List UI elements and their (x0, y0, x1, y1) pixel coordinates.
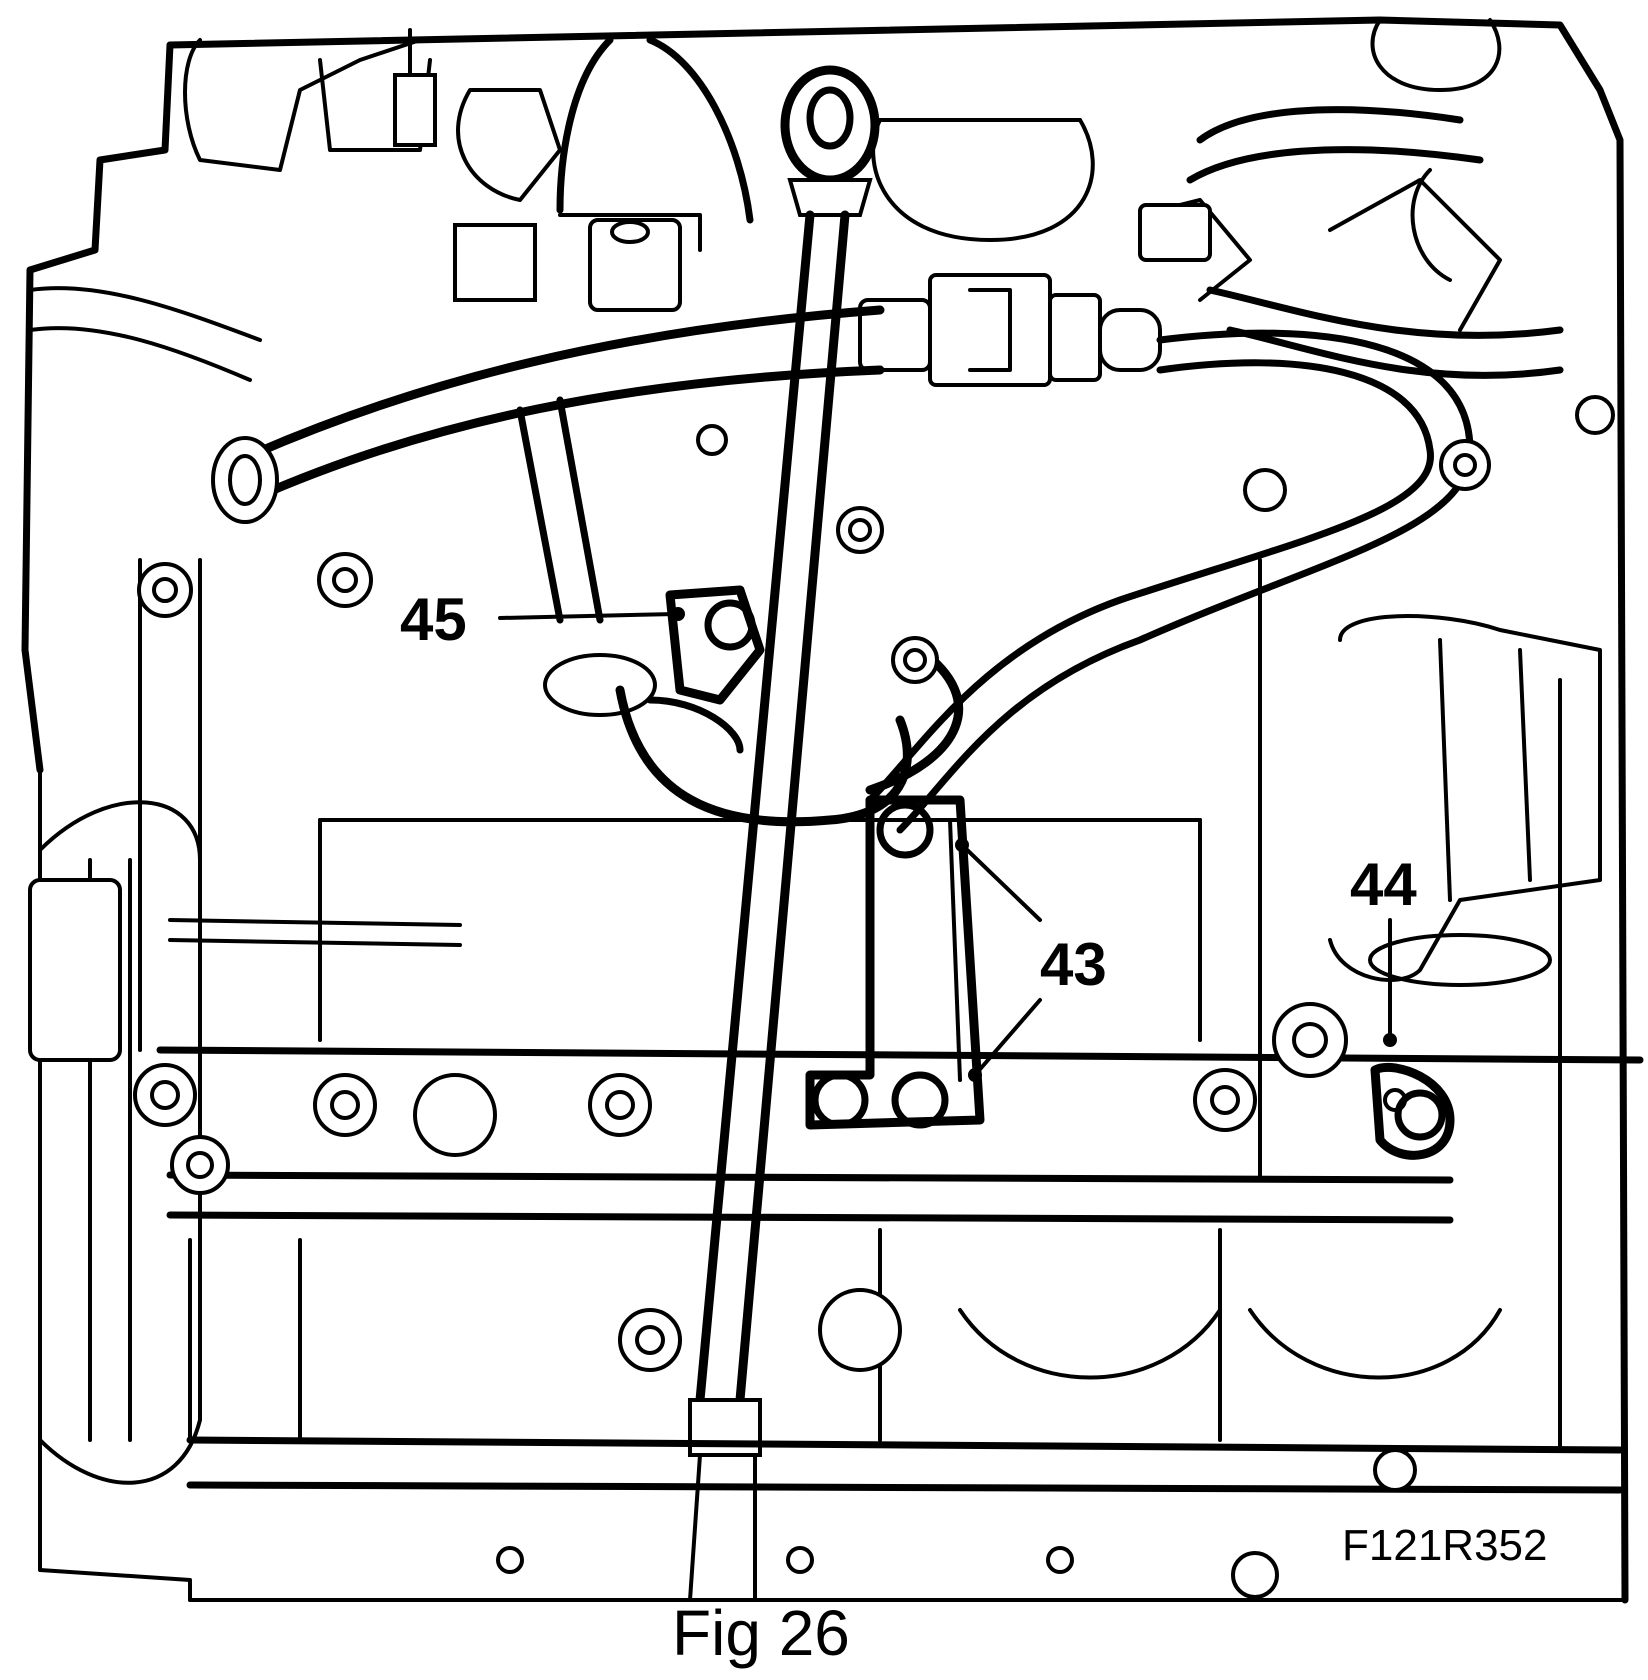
plate-44 (1370, 1033, 1455, 1160)
reference-code: F121R352 (1342, 1521, 1547, 1570)
crank-pulley (28, 800, 202, 1485)
leader-lines (498, 612, 1392, 1077)
oil-dipstick (688, 65, 880, 1602)
figure-caption: Fig 26 (672, 1597, 850, 1669)
bolt-lugs (133, 395, 1615, 1599)
callout-43: 43 (1040, 931, 1107, 998)
callout-44: 44 (1350, 851, 1417, 918)
bracket-43 (805, 795, 985, 1130)
valve-cover (183, 18, 1502, 332)
oil-filter-housing (1328, 614, 1602, 987)
engine-block-outline (21, 16, 1629, 1604)
throttle-sensor (858, 273, 1162, 387)
bracket-45 (646, 585, 765, 754)
callout-45: 45 (400, 586, 467, 653)
